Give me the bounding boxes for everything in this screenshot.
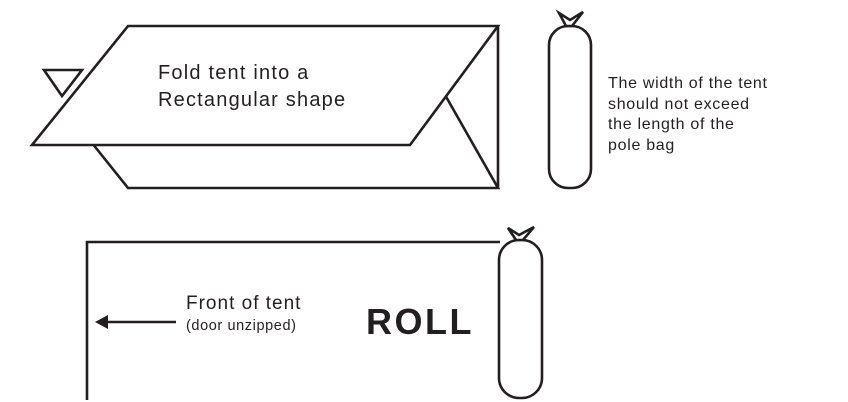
folded-tent-shape <box>29 24 501 190</box>
front-of-tent-label: Front of tent <box>186 293 302 314</box>
roll-label: ROLL <box>366 301 474 342</box>
tent-outline <box>85 240 500 400</box>
tent-front-panel <box>29 24 501 147</box>
width-note-line-2: should not exceed <box>608 95 750 113</box>
pole-bag-body <box>547 24 593 190</box>
width-note-line-3: the length of the <box>608 116 735 133</box>
front-arrow-head <box>95 315 108 329</box>
fold-instruction: Fold tent into a Rectangular shape <box>158 60 346 114</box>
tent-rolling-shape <box>85 240 500 400</box>
fold-instruction-line-2: Rectangular shape <box>158 89 347 111</box>
pole-bag-top <box>547 9 593 190</box>
fold-instruction-line-1: Fold tent into a <box>158 62 310 84</box>
width-note-line-1: The width of the tent <box>608 75 768 92</box>
roll-tie <box>506 225 535 242</box>
width-note: The width of the tent should not exceed … <box>608 74 768 156</box>
width-note-line-4: pole bag <box>608 136 675 154</box>
roll-body <box>497 238 544 400</box>
tent-left-flap <box>41 68 85 99</box>
pole-bag-tie <box>555 9 585 28</box>
door-unzipped-label: (door unzipped) <box>186 318 297 334</box>
pole-bag-roll <box>497 225 544 400</box>
